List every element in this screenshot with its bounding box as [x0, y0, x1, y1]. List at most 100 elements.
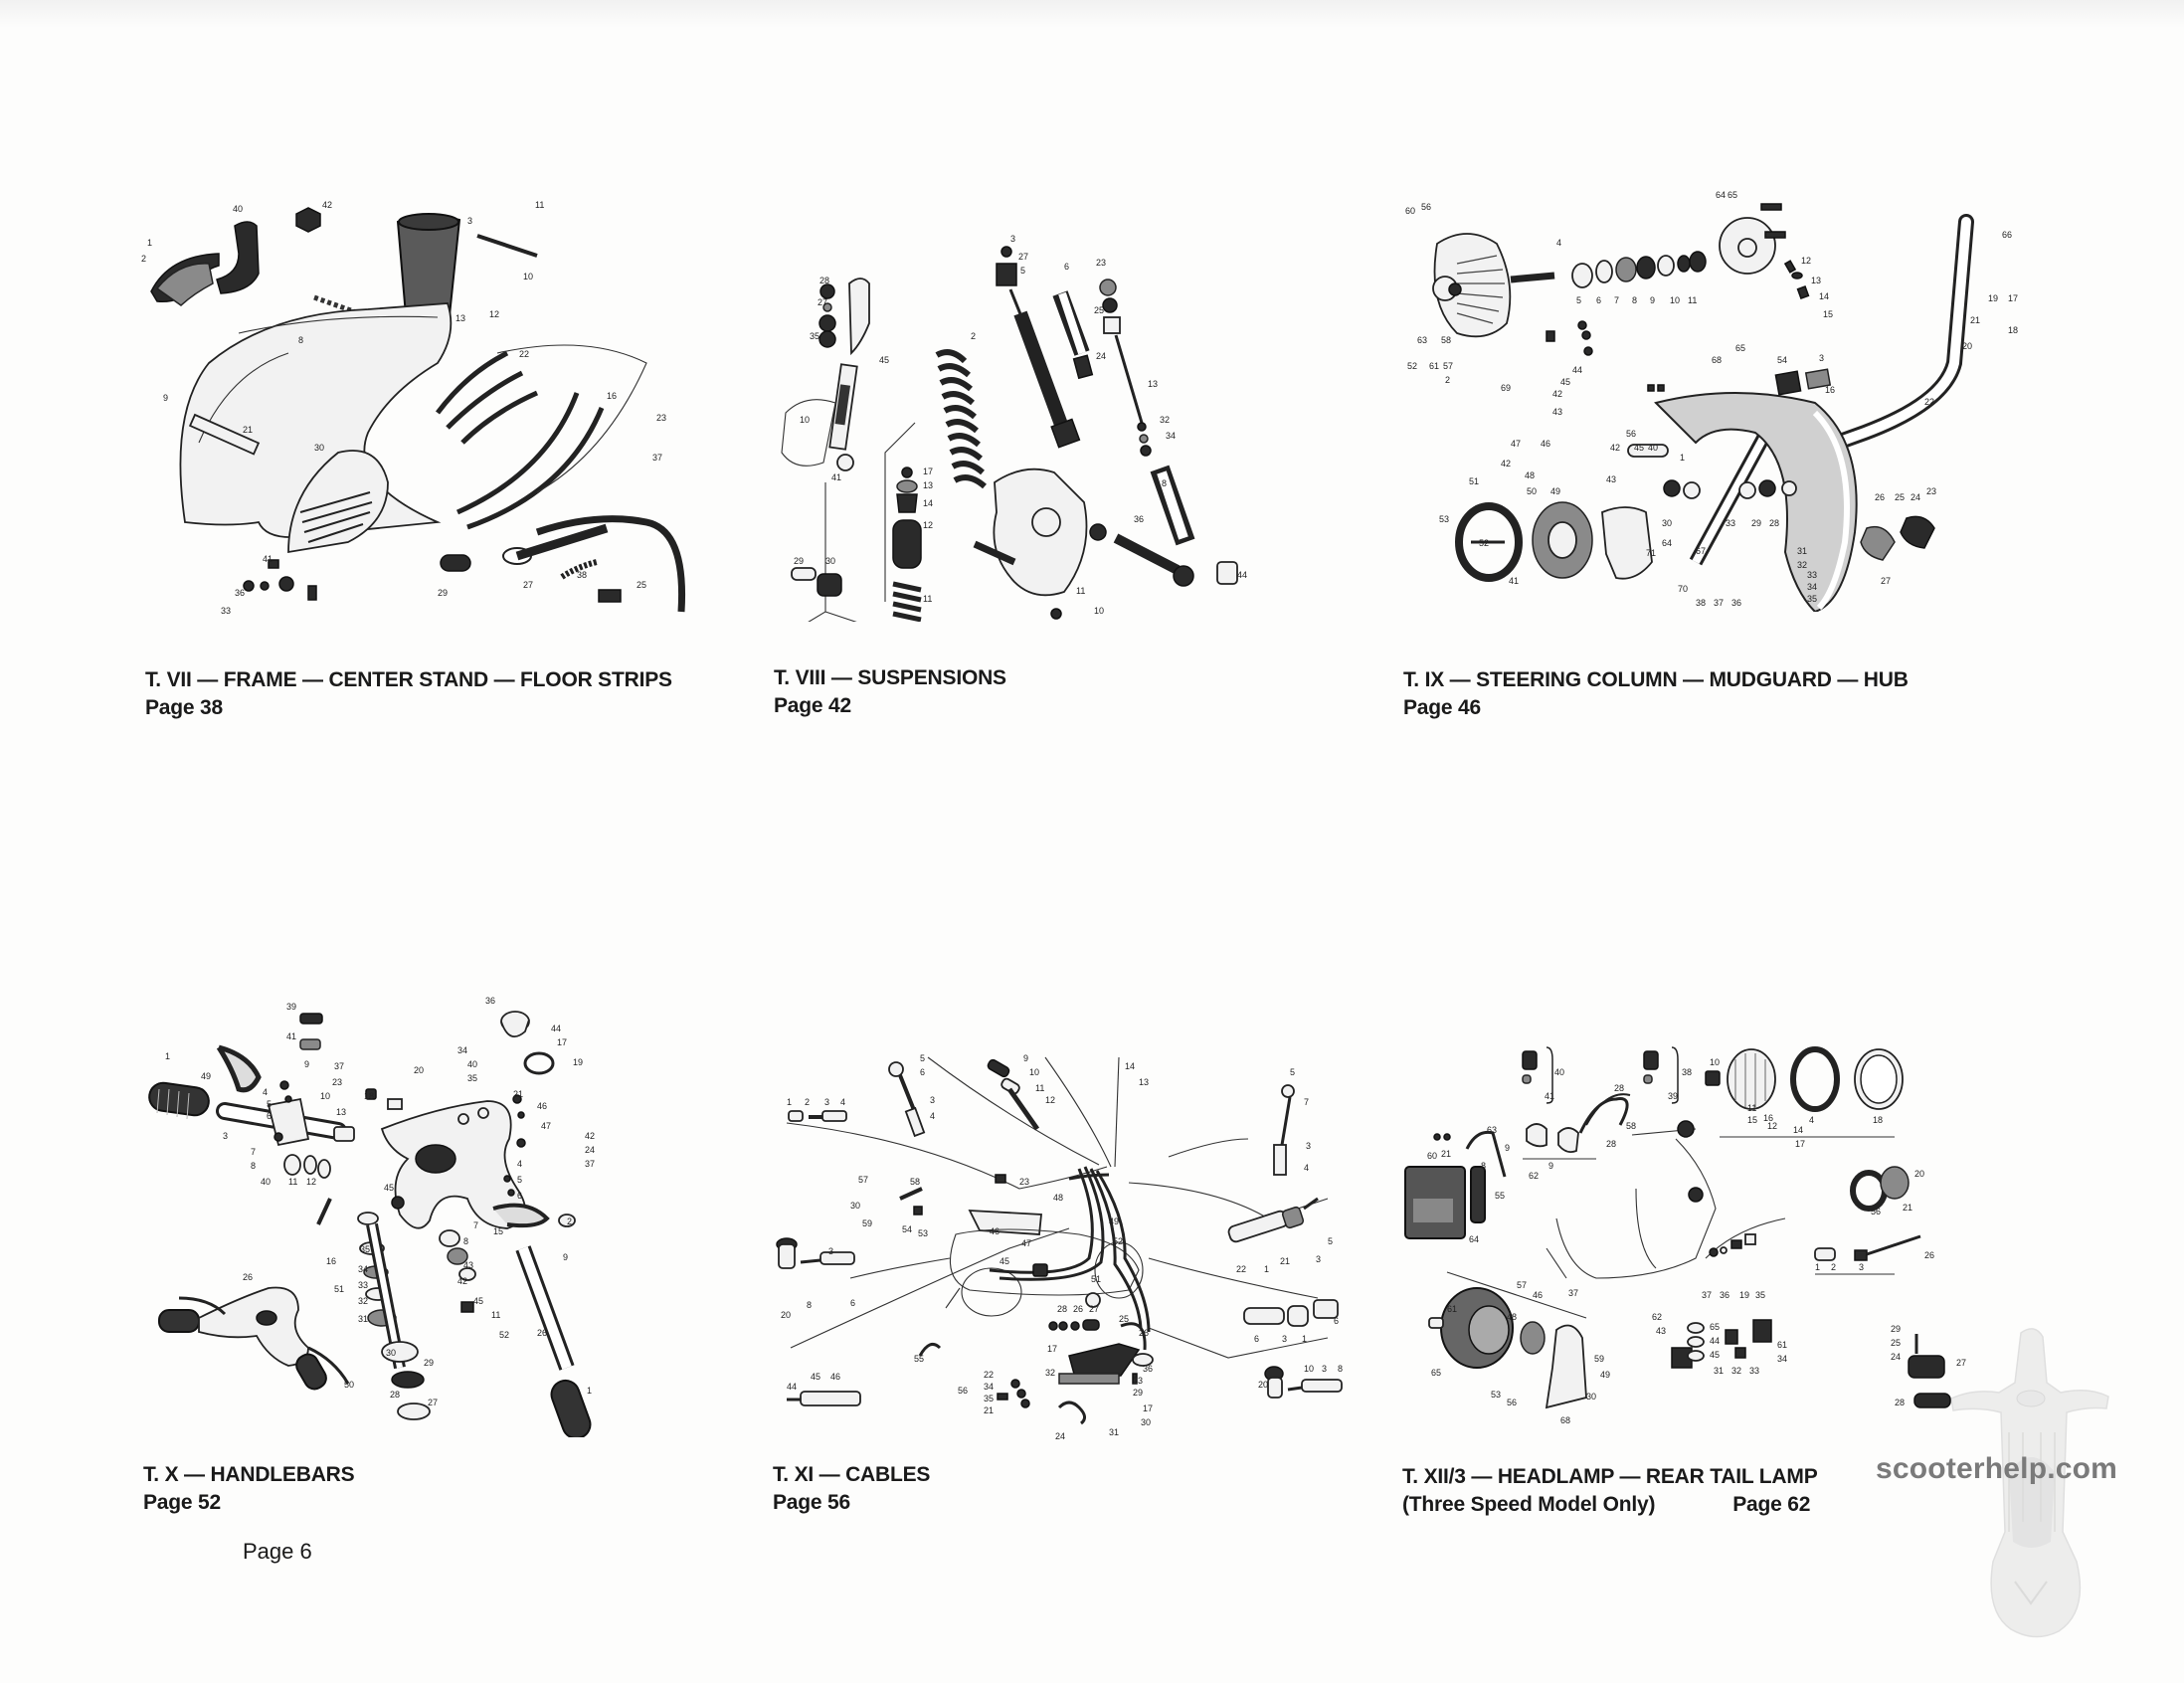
watermark-text: scooterhelp.com [1876, 1452, 2118, 1485]
caption-handlebars: T. X — HANDLEBARS Page 52 [143, 1461, 355, 1517]
svg-text:52: 52 [499, 1330, 509, 1340]
svg-text:6: 6 [1254, 1334, 1259, 1344]
plate-page-link[interactable]: Page 42 [774, 694, 851, 717]
svg-text:37: 37 [1702, 1290, 1712, 1300]
part-back-plate [1532, 501, 1593, 579]
svg-text:12: 12 [1767, 1121, 1777, 1131]
svg-text:62: 62 [1652, 1312, 1662, 1322]
svg-text:11: 11 [288, 1177, 297, 1187]
plate-page-link[interactable]: Page 46 [1403, 696, 1481, 719]
svg-text:44: 44 [551, 1024, 561, 1033]
svg-text:45: 45 [811, 1372, 820, 1382]
svg-text:59: 59 [862, 1218, 872, 1228]
svg-text:8: 8 [1481, 1161, 1486, 1171]
svg-text:49: 49 [201, 1071, 211, 1081]
svg-text:15: 15 [1823, 309, 1833, 319]
svg-text:4: 4 [840, 1097, 845, 1107]
svg-text:4: 4 [1556, 238, 1561, 248]
part-small-hardware [243, 559, 317, 601]
svg-text:34: 34 [1807, 582, 1817, 592]
part-hub-body [1601, 506, 1653, 580]
plate-page-link[interactable]: Page 56 [773, 1491, 850, 1514]
svg-text:10: 10 [800, 415, 810, 425]
svg-text:46: 46 [990, 1226, 1000, 1236]
svg-text:21: 21 [513, 1089, 523, 1099]
plate-page-link[interactable]: Page 62 [1732, 1493, 1811, 1516]
caption-headlamp: T. XII/3 — HEADLAMP — REAR TAIL LAMP (Th… [1402, 1463, 1818, 1519]
svg-text:22: 22 [1924, 397, 1934, 407]
svg-text:45: 45 [473, 1296, 483, 1306]
part-rod [476, 234, 538, 258]
svg-text:55: 55 [1495, 1191, 1505, 1201]
svg-text:1: 1 [165, 1051, 170, 1061]
svg-text:9: 9 [563, 1252, 568, 1262]
svg-text:26: 26 [537, 1328, 547, 1338]
svg-text:32: 32 [1045, 1368, 1055, 1378]
part-small-hardware [273, 1013, 576, 1313]
svg-text:22: 22 [1236, 1264, 1246, 1274]
svg-text:41: 41 [1545, 1091, 1554, 1101]
part-badge-hex [295, 207, 321, 233]
svg-text:6: 6 [1334, 1316, 1339, 1326]
svg-text:28: 28 [390, 1390, 400, 1400]
svg-text:3: 3 [1316, 1254, 1321, 1264]
svg-text:36: 36 [235, 588, 245, 598]
svg-text:70: 70 [1678, 584, 1688, 594]
svg-text:14: 14 [1819, 291, 1829, 301]
svg-text:1: 1 [1680, 453, 1685, 463]
svg-text:54: 54 [1777, 355, 1787, 365]
svg-text:16: 16 [1763, 1113, 1773, 1123]
part-cable-end-3 [987, 1058, 1040, 1131]
svg-text:10: 10 [1304, 1364, 1314, 1374]
plate-page-link[interactable]: Page 38 [145, 696, 223, 719]
part-steering-tube-hl [1810, 217, 1971, 456]
svg-text:49: 49 [1550, 486, 1560, 496]
part-steering-bearings [357, 1212, 431, 1420]
svg-text:53: 53 [918, 1228, 928, 1238]
svg-text:2: 2 [971, 331, 976, 341]
part-small-hardware [899, 1174, 1154, 1408]
svg-text:9: 9 [1023, 1053, 1028, 1063]
part-lock-barrel [776, 1237, 855, 1269]
svg-text:45: 45 [1634, 443, 1644, 453]
svg-text:37: 37 [585, 1159, 595, 1169]
part-battery [1404, 1133, 1466, 1239]
svg-text:10: 10 [523, 272, 533, 281]
svg-text:45: 45 [384, 1183, 394, 1193]
svg-text:27: 27 [1956, 1358, 1966, 1368]
svg-text:42: 42 [322, 200, 332, 210]
svg-text:14: 14 [923, 498, 933, 508]
svg-text:30: 30 [1141, 1417, 1151, 1427]
svg-text:21: 21 [1903, 1203, 1912, 1213]
svg-text:45: 45 [1560, 377, 1570, 387]
svg-text:7: 7 [1614, 295, 1619, 305]
svg-text:5: 5 [920, 1053, 925, 1063]
plate-subtitle: (Three Speed Model Only) [1402, 1493, 1656, 1516]
svg-text:17: 17 [1047, 1344, 1057, 1354]
svg-text:29: 29 [424, 1358, 434, 1368]
svg-text:56: 56 [1871, 1207, 1881, 1216]
svg-text:10: 10 [1094, 606, 1104, 616]
svg-text:12: 12 [923, 520, 933, 530]
svg-text:38: 38 [577, 570, 587, 580]
svg-text:25: 25 [1119, 1314, 1129, 1324]
part-mudguard-edge [1812, 410, 1850, 611]
svg-text:5: 5 [267, 1099, 272, 1109]
svg-text:27: 27 [1881, 576, 1891, 586]
svg-text:2: 2 [1445, 375, 1450, 385]
plate-page-link[interactable]: Page 52 [143, 1491, 221, 1514]
svg-text:6: 6 [517, 1191, 522, 1201]
svg-text:27: 27 [1018, 252, 1028, 262]
svg-text:15: 15 [493, 1226, 503, 1236]
svg-text:7: 7 [1304, 1097, 1309, 1107]
svg-text:50: 50 [1527, 486, 1537, 496]
svg-text:28: 28 [1614, 1083, 1624, 1093]
part-bushing-44 [1216, 561, 1238, 585]
svg-text:3: 3 [1859, 1262, 1864, 1272]
svg-text:11: 11 [1747, 1103, 1756, 1113]
svg-text:41: 41 [831, 472, 841, 482]
svg-text:3: 3 [930, 1095, 935, 1105]
svg-text:45: 45 [879, 355, 889, 365]
svg-text:27: 27 [818, 297, 827, 307]
